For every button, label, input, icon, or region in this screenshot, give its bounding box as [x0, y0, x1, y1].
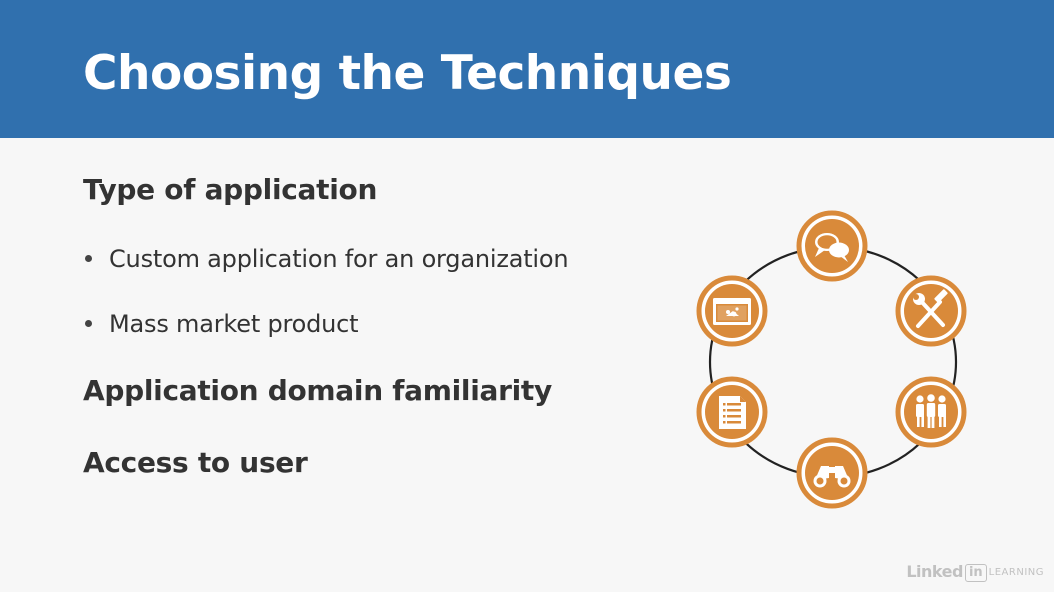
logo-in-badge: in: [964, 564, 987, 582]
slide-title: Choosing the Techniques: [83, 46, 732, 101]
bullet-text: Mass market product: [109, 310, 359, 338]
binoculars-icon: [796, 437, 868, 509]
speech-bubbles-icon: [796, 210, 868, 282]
technique-cycle-diagram: [696, 210, 967, 509]
people-group-icon: [895, 376, 967, 448]
bullet-item: Mass market product: [83, 308, 359, 340]
bullet-item: Custom application for an organization: [83, 243, 569, 275]
heading-type-of-application: Type of application: [83, 173, 378, 206]
bullet-dot: [85, 319, 92, 327]
logo-linked-text: Linked: [906, 562, 963, 581]
bullet-dot: [85, 254, 92, 262]
heading-access-to-user: Access to user: [83, 446, 308, 479]
heading-application-domain-familiarity: Application domain familiarity: [83, 374, 552, 407]
browser-window-icon: [696, 275, 768, 347]
hammer-wrench-icon: [895, 275, 967, 347]
bullet-text: Custom application for an organization: [109, 245, 569, 273]
document-list-icon: [696, 376, 768, 448]
logo-learning-text: LEARNING: [988, 567, 1044, 578]
title-bar: [0, 0, 1054, 138]
